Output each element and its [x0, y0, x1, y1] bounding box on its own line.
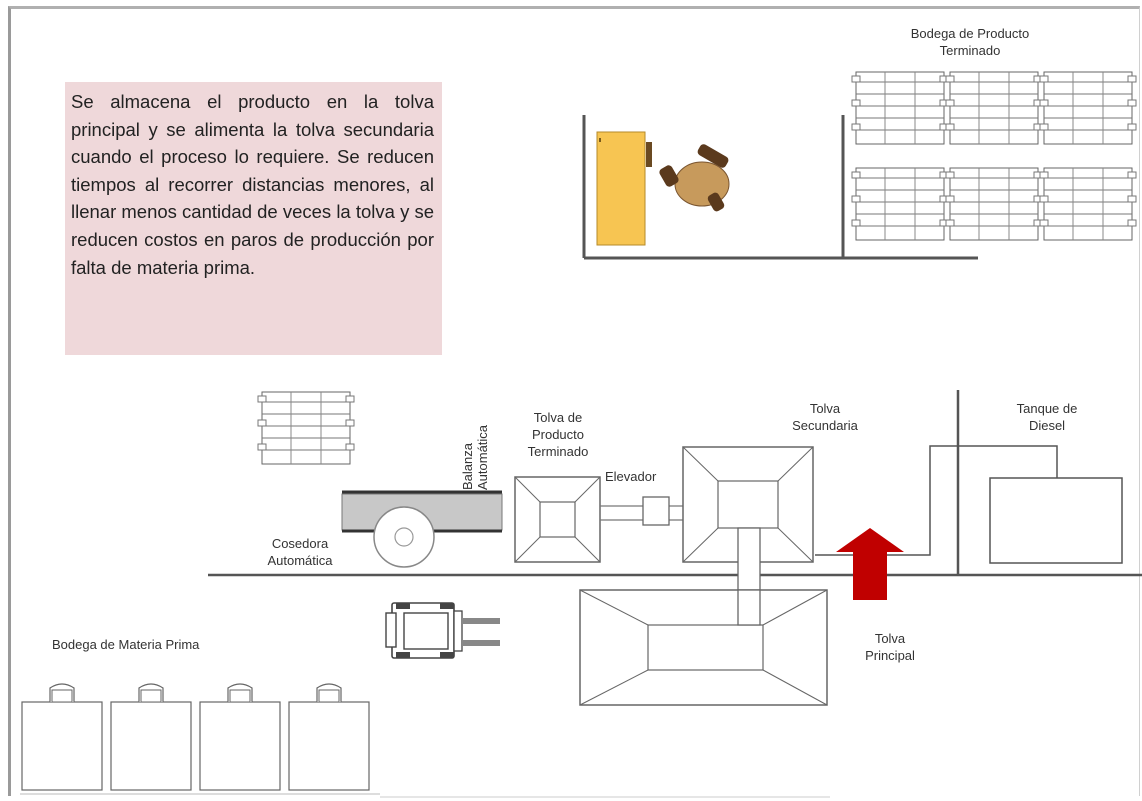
label-diesel-tank: Tanque de Diesel	[1016, 401, 1078, 433]
diagram-frame	[8, 6, 1140, 796]
label-scale: Balanza Automática	[460, 424, 490, 490]
label-finished-warehouse: Bodega de Producto Terminado	[910, 26, 1030, 58]
raw-material-bags	[21, 683, 370, 791]
finished-hopper	[514, 476, 601, 563]
elevator	[600, 496, 683, 526]
scale-pallet	[257, 391, 355, 465]
forklift	[385, 602, 500, 659]
description-note: Se almacena el producto en la tolva prin…	[65, 82, 442, 355]
label-sewing-machine: Cosedora Automática	[267, 536, 333, 568]
finished-pallets	[851, 71, 1137, 241]
sewing-conveyor	[341, 490, 503, 568]
label-main-hopper: Tolva Principal	[865, 631, 915, 663]
main-hopper	[579, 589, 828, 706]
label-finished-hopper: Tolva de Producto Terminado	[527, 410, 589, 459]
label-elevator: Elevador	[605, 469, 657, 484]
label-raw-warehouse: Bodega de Materia Prima	[52, 637, 200, 652]
diesel-area	[815, 390, 1123, 575]
finished-warehouse-room	[582, 115, 978, 260]
office-chair	[659, 144, 730, 212]
label-secondary-hopper: Tolva Secundaria	[792, 401, 858, 433]
office-desk	[596, 131, 652, 246]
feed-arrow	[836, 528, 904, 600]
